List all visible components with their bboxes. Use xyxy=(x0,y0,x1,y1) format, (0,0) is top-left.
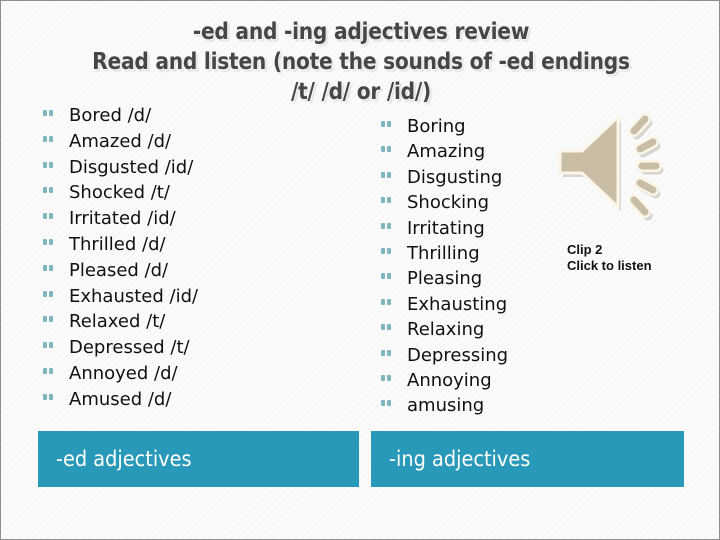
list-item: Boring xyxy=(379,114,579,139)
title-line-2: Read and listen (note the sounds of -ed … xyxy=(92,49,630,75)
list-item-label: Amused /d/ xyxy=(69,388,172,410)
list-item-label: Disgusted /id/ xyxy=(69,156,194,178)
list-item: Exhausted /id/ xyxy=(41,284,361,310)
bullet-icon xyxy=(43,290,53,298)
bullet-icon xyxy=(381,146,391,153)
list-item-label: Exhausted /id/ xyxy=(69,285,199,307)
list-item: Amazed /d/ xyxy=(41,129,361,155)
list-item: Relaxing xyxy=(379,317,579,342)
bullet-icon xyxy=(381,298,391,306)
list-item-label: Relaxing xyxy=(407,319,485,341)
audio-clip-caption[interactable]: Clip 2 Click to listen xyxy=(567,242,652,274)
bullet-icon xyxy=(43,110,53,117)
ed-adjectives-list: Bored /d/ Amazed /d/ Disgusted /id/ Shoc… xyxy=(41,103,361,413)
list-item: Annoyed /d/ xyxy=(41,361,361,387)
list-item: Thrilled /d/ xyxy=(41,232,361,258)
list-item-label: Irritated /id/ xyxy=(69,208,176,230)
bullet-icon xyxy=(43,135,53,143)
bullet-icon xyxy=(43,264,53,272)
list-item: Disgusted /id/ xyxy=(41,155,361,181)
list-item-label: amusing xyxy=(407,395,485,417)
list-item: Annoying xyxy=(379,368,579,393)
list-item: amusing xyxy=(379,393,579,418)
list-item-label: Shocking xyxy=(407,192,490,214)
list-item: Thrilling xyxy=(379,241,579,266)
bullet-icon xyxy=(43,213,53,220)
list-item: Irritated /id/ xyxy=(41,206,361,232)
bullet-icon xyxy=(381,171,391,179)
bullet-icon xyxy=(43,393,53,401)
list-item-label: Pleased /d/ xyxy=(69,259,169,281)
list-item: Disgusting xyxy=(379,165,579,190)
bullet-icon xyxy=(43,342,53,349)
clip-label: Clip 2 xyxy=(567,242,603,257)
bullet-icon xyxy=(381,248,391,255)
list-item-label: Exhausting xyxy=(407,293,508,315)
bullet-icon xyxy=(43,161,53,169)
list-item-label: Amazing xyxy=(407,141,486,163)
bullet-icon xyxy=(43,187,53,194)
list-item: Shocking xyxy=(379,190,579,215)
bullet-icon xyxy=(43,367,53,375)
list-item: Depressing xyxy=(379,343,579,368)
ing-adjectives-list: Boring Amazing Disgusting Shocking Irrit… xyxy=(379,114,579,419)
list-item-label: Shocked /t/ xyxy=(69,182,170,204)
list-item: Depressed /t/ xyxy=(41,335,361,361)
title-line-3: /t/ /d/ or /id/) xyxy=(290,79,432,105)
list-item: Amazing xyxy=(379,139,579,164)
list-item-label: Depressing xyxy=(407,344,509,366)
bullet-icon xyxy=(381,375,391,382)
bullet-icon xyxy=(381,197,391,204)
list-item: Pleased /d/ xyxy=(41,258,361,284)
ed-adjectives-column: Bored /d/ Amazed /d/ Disgusted /id/ Shoc… xyxy=(41,103,361,413)
list-item: Bored /d/ xyxy=(41,103,361,129)
list-item: Exhausting xyxy=(379,292,579,317)
slide-title: -ed and -ing adjectives review Read and … xyxy=(79,17,642,107)
bullet-icon xyxy=(381,324,391,331)
list-item-label: Amazed /d/ xyxy=(69,130,172,152)
bullet-icon xyxy=(381,121,391,128)
list-item-label: Irritating xyxy=(407,217,485,239)
ing-adjectives-banner-label: -ing adjectives xyxy=(389,447,531,471)
list-item-label: Bored /d/ xyxy=(69,105,152,126)
ed-adjectives-banner-label: -ed adjectives xyxy=(56,447,192,471)
title-line-1: -ed and -ing adjectives review xyxy=(192,19,530,45)
ing-adjectives-column: Boring Amazing Disgusting Shocking Irrit… xyxy=(379,114,579,419)
list-item-label: Annoyed /d/ xyxy=(69,362,178,384)
list-item: Amused /d/ xyxy=(41,387,361,413)
clip-instruction: Click to listen xyxy=(567,258,652,273)
bullet-icon xyxy=(381,349,391,357)
bullet-icon xyxy=(381,273,391,280)
bullet-icon xyxy=(381,222,391,230)
list-item-label: Depressed /t/ xyxy=(69,337,190,359)
list-item-label: Relaxed /t/ xyxy=(69,311,166,333)
ing-adjectives-banner[interactable]: -ing adjectives xyxy=(371,431,684,487)
list-item-label: Pleasing xyxy=(407,268,483,290)
list-item: Pleasing xyxy=(379,266,579,291)
list-item-label: Boring xyxy=(407,116,466,137)
list-item-label: Thrilled /d/ xyxy=(69,233,166,255)
list-item-label: Annoying xyxy=(407,370,492,392)
ed-adjectives-banner[interactable]: -ed adjectives xyxy=(38,431,359,487)
speaker-icon[interactable] xyxy=(554,109,679,224)
list-item-label: Disgusting xyxy=(407,166,503,188)
bullet-icon xyxy=(381,400,391,407)
list-item-label: Thrilling xyxy=(407,243,480,265)
list-item: Irritating xyxy=(379,216,579,241)
list-item: Shocked /t/ xyxy=(41,180,361,206)
list-item: Relaxed /t/ xyxy=(41,309,361,335)
bullet-icon xyxy=(43,316,53,323)
bullet-icon xyxy=(43,238,53,246)
